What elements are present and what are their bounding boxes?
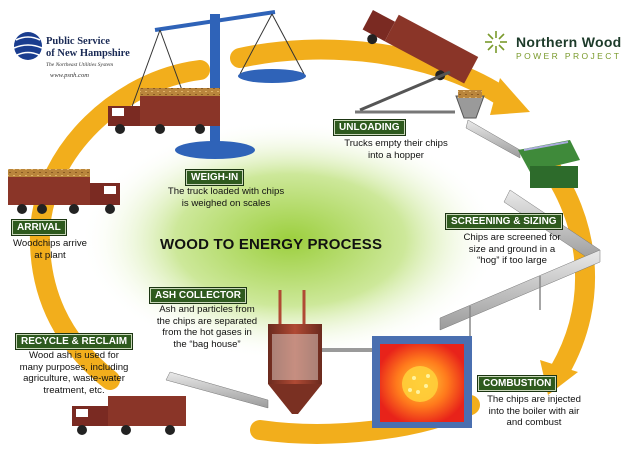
combustion-desc-line: and combust bbox=[506, 417, 562, 428]
arrival-desc-line: Woodchips arrive bbox=[13, 238, 87, 249]
psnh-globe-icon bbox=[13, 32, 43, 60]
conveyor-upper bbox=[465, 119, 521, 159]
center-title: WOOD TO ENERGY PROCESS bbox=[160, 236, 383, 253]
ash-collector-label: ASH COLLECTOR bbox=[150, 288, 246, 303]
arrow-head-top bbox=[490, 78, 530, 115]
psnh-name-line1: Public Service bbox=[46, 36, 110, 47]
northern-wood-logo-icon bbox=[485, 31, 507, 53]
arrival-desc: Woodchips arrive at plant bbox=[8, 238, 92, 261]
psnh-tagline: The Northeast Utilities System bbox=[46, 62, 114, 68]
ash-collector-desc: Ash and particles from the chips are sep… bbox=[150, 304, 264, 350]
arrival-desc-line: at plant bbox=[34, 249, 66, 261]
recycle-truck bbox=[72, 396, 186, 435]
weigh-in-desc-line: is weighed on scales bbox=[181, 197, 271, 209]
screening-desc-line: Chips are screened for bbox=[463, 232, 561, 243]
northern-wood-name: Northern Wood bbox=[516, 34, 622, 50]
combustion-desc-line: The chips are injected bbox=[487, 394, 581, 405]
screening-desc: Chips are screened for size and ground i… bbox=[456, 232, 568, 267]
weigh-in-label: WEIGH-IN bbox=[186, 170, 244, 185]
arrival-truck bbox=[8, 169, 120, 214]
recycle-desc-line: treatment, etc. bbox=[43, 384, 105, 396]
weigh-in-desc-line: The truck loaded with chips bbox=[167, 186, 285, 197]
screening-desc-line: size and ground in a bbox=[468, 243, 556, 255]
weigh-scale bbox=[129, 10, 306, 159]
psnh-name-line2: of New Hampshire bbox=[46, 48, 130, 59]
recycle-label: RECYCLE & RECLAIM bbox=[16, 334, 133, 349]
combustion-label: COMBUSTION bbox=[478, 376, 557, 391]
recycle-desc-line: Wood ash is used for bbox=[29, 350, 119, 361]
screening-machine bbox=[518, 140, 580, 188]
psnh-url: www.psnh.com bbox=[50, 72, 89, 79]
recycle-desc: Wood ash is used for many purposes, incl… bbox=[12, 350, 136, 396]
arrival-label: ARRIVAL bbox=[12, 220, 66, 235]
recycle-desc-line: many purposes, including bbox=[19, 361, 129, 373]
unloading-desc: Trucks empty their chips into a hopper bbox=[332, 138, 460, 161]
ash-conveyor bbox=[165, 371, 269, 409]
combustion-desc-line: into the boiler with air bbox=[488, 405, 580, 417]
weigh-in-desc: The truck loaded with chips is weighed o… bbox=[156, 186, 296, 209]
weigh-in-truck bbox=[108, 88, 220, 134]
ash-collector-desc-line: the chips are separated bbox=[156, 315, 258, 327]
unloading-label: UNLOADING bbox=[334, 120, 405, 135]
ash-collector bbox=[268, 290, 372, 414]
hopper bbox=[455, 90, 485, 119]
combustion-desc: The chips are injected into the boiler w… bbox=[472, 394, 596, 429]
psnh-logo-text: Public Service of New Hampshire bbox=[46, 36, 130, 60]
ash-collector-desc-line: Ash and particles from bbox=[159, 304, 255, 315]
northern-wood-subtitle: POWER PROJECT bbox=[516, 51, 622, 61]
unloading-desc-line: Trucks empty their chips bbox=[344, 138, 448, 149]
ash-collector-desc-line: from the hot gases in bbox=[162, 327, 252, 338]
screening-label: SCREENING & SIZING bbox=[446, 214, 562, 229]
unloading-desc-line: into a hopper bbox=[367, 149, 424, 161]
ash-collector-desc-line: the “bag house” bbox=[173, 338, 241, 350]
screening-desc-line: “hog” if too large bbox=[477, 255, 547, 266]
boiler bbox=[372, 336, 472, 428]
recycle-desc-line: agriculture, waste-water bbox=[23, 373, 125, 384]
